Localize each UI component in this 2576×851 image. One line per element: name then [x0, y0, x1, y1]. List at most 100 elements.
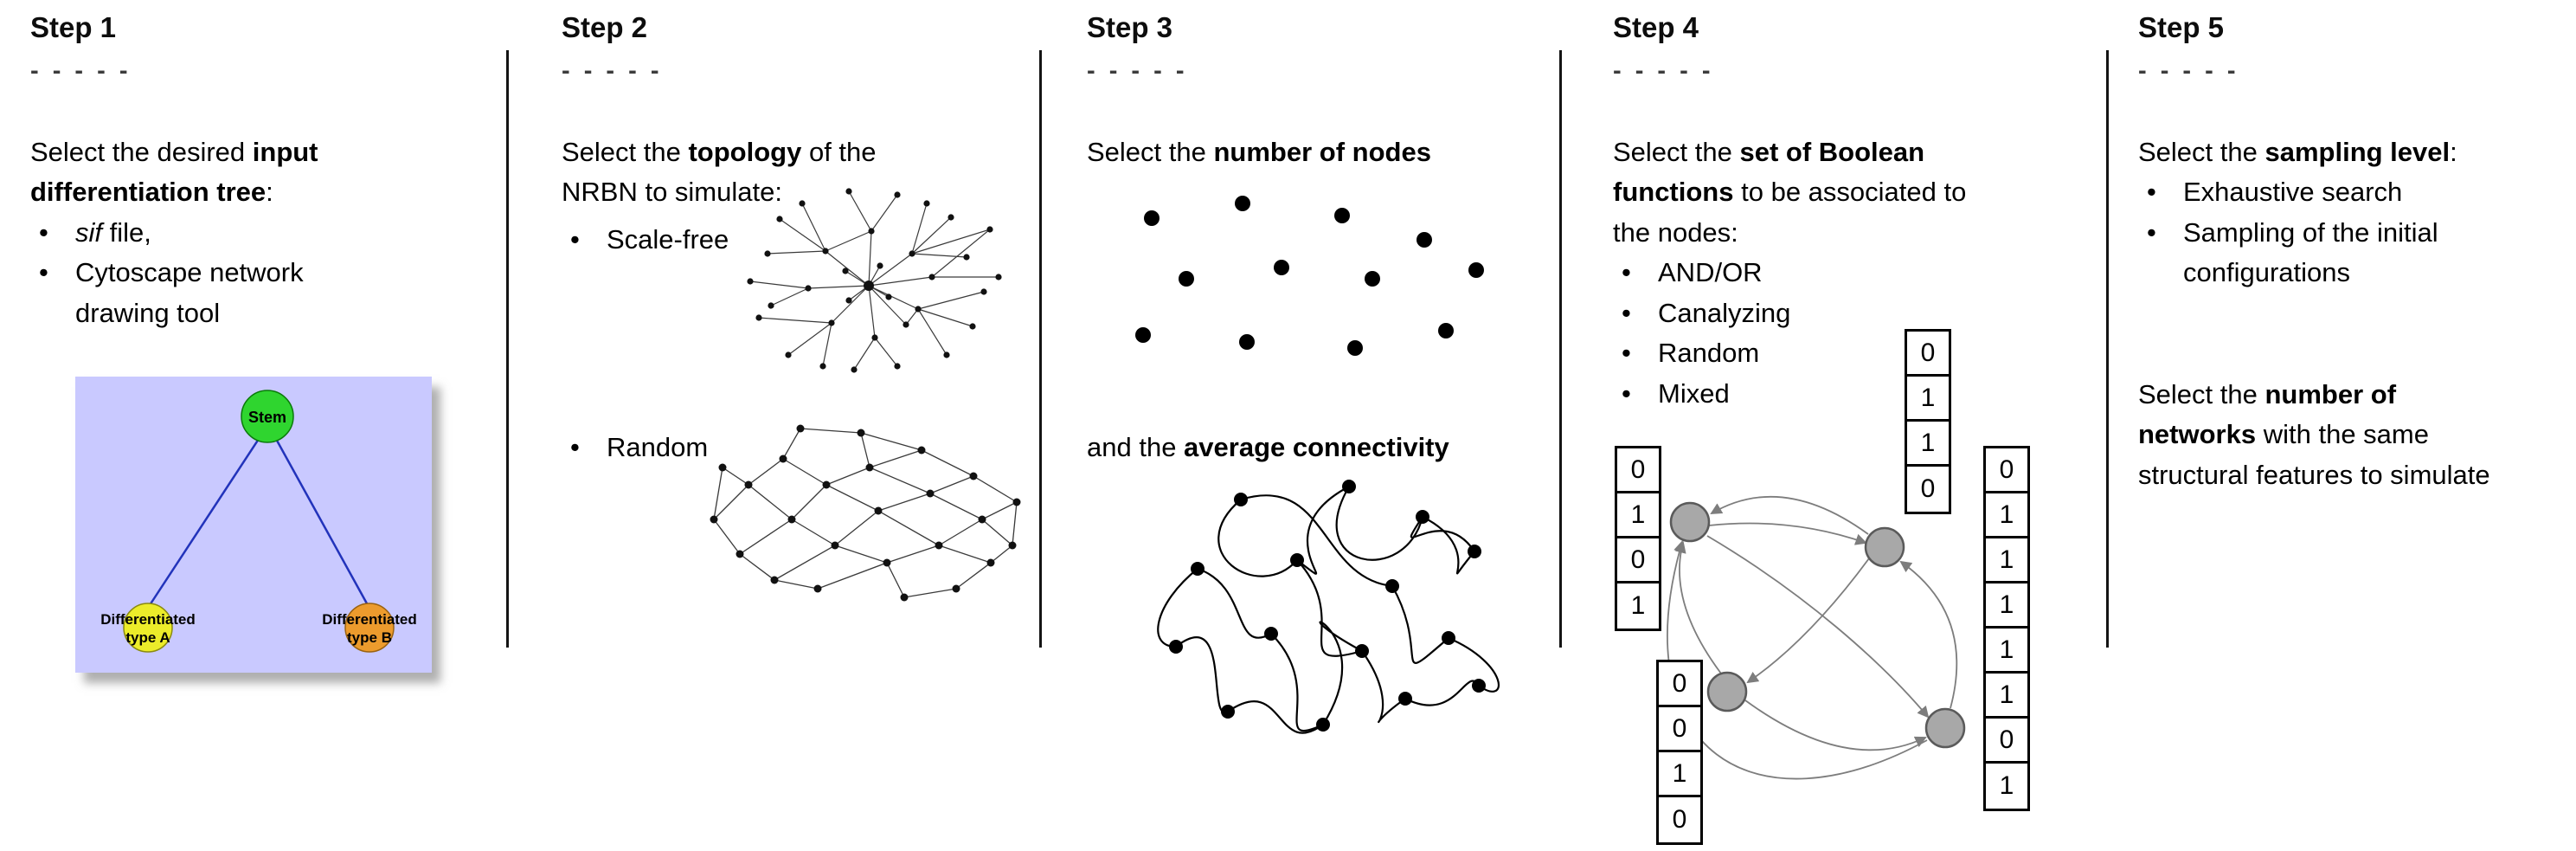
- bullet-icon: [30, 213, 75, 254]
- step5-dashed-separator: - - - - -: [2138, 56, 2239, 85]
- random-network-figure: [710, 424, 1021, 602]
- step3-intro-bold: number of nodes: [1213, 136, 1431, 167]
- bullet-icon: [1613, 253, 1658, 293]
- bullet-icon: [562, 220, 607, 261]
- step4-bullet-mixed: Mixed: [1613, 374, 2011, 415]
- step2-intro: Select the topology of the NRBN to simul…: [562, 132, 938, 213]
- truth-table-cell: 0: [1659, 662, 1700, 707]
- step3-dashed-separator: - - - - -: [1087, 56, 1188, 85]
- step4-intro-pre: Select the: [1613, 136, 1740, 167]
- sampling-configurations-label: Sampling of the initial configurations: [2183, 216, 2438, 288]
- truth-table-cell: 0: [1986, 448, 2027, 493]
- truth-table-cell: 1: [1907, 422, 1949, 467]
- step3-intro-pre: Select the: [1087, 136, 1214, 167]
- step2-bullet-scale-free: Scale-free: [562, 220, 729, 261]
- step1-bullet-cytoscape: Cytoscape network drawing tool: [30, 253, 428, 333]
- truth-table-cell: 0: [1659, 707, 1700, 752]
- sif-italic: sif: [75, 216, 102, 248]
- step3-intro: Select the number of nodes: [1087, 132, 1576, 173]
- step1-intro-post: :: [266, 177, 273, 208]
- differentiation-tree-svg: Stem Differentiated type A Differentiate…: [75, 377, 432, 673]
- step3-column: Step 3 - - - - - Select the number of no…: [1087, 10, 1576, 824]
- step1-title: Step 1: [30, 11, 117, 43]
- stem-node: [241, 390, 294, 443]
- step4-intro: Select the set of Boolean functions to b…: [1613, 132, 2002, 254]
- truth-table-bottom: 0 0 1 0: [1656, 660, 1703, 845]
- step2-intro-bold: topology: [688, 136, 802, 167]
- nodes-dots-figure: [1135, 196, 1484, 356]
- step1-dashed-separator: - - - - -: [30, 56, 132, 85]
- type-a-label-line2: type A: [125, 629, 170, 646]
- step2-title: Step 2: [562, 11, 648, 43]
- step5-second-bold: number of networks: [2138, 378, 2397, 450]
- step3-second-bold: average connectivity: [1184, 432, 1449, 462]
- step1-bullet-sif-file: sif file,: [30, 213, 428, 254]
- step1-bullet2-text: Cytoscape network drawing tool: [75, 257, 304, 328]
- step3-title: Step 3: [1087, 11, 1173, 43]
- step1-column: Step 1 - - - - - Select the desired inpu…: [30, 10, 432, 673]
- truth-table-cell: 0: [1986, 719, 2027, 764]
- truth-table-cell: 0: [1907, 332, 1949, 377]
- step4-intro-bold: set of Boolean functions: [1613, 136, 1925, 208]
- step5-bullet-sampling: Sampling of the initial configurations: [2138, 213, 2506, 293]
- step5-title: Step 5: [2138, 11, 2225, 43]
- step4-dashed-separator: - - - - -: [1613, 56, 1714, 85]
- exhaustive-search-label: Exhaustive search: [2183, 177, 2403, 208]
- column-divider: [1039, 50, 1042, 648]
- bullet-icon: [562, 428, 607, 468]
- step2-intro-pre: Select the: [562, 136, 689, 167]
- truth-table-right: 0 1 1 1 1 1 0 1: [1983, 446, 2030, 811]
- truth-table-cell: 1: [1986, 538, 2027, 583]
- truth-table-cell: 1: [1617, 583, 1659, 629]
- type-b-node: [344, 603, 395, 653]
- truth-table-cell: 1: [1986, 674, 2027, 719]
- truth-table-cell: 1: [1986, 583, 2027, 629]
- step1-intro-bold: input differentiation tree: [30, 136, 318, 208]
- step2-column: Step 2 - - - - - Select the topology of …: [562, 10, 1033, 824]
- step4-bullet-random: Random: [1613, 333, 2011, 374]
- truth-table-cell: 1: [1907, 377, 1949, 422]
- connectivity-network-figure: [1157, 480, 1500, 734]
- bullet-icon: [30, 253, 75, 333]
- truth-table-cell: 0: [1617, 538, 1659, 583]
- sif-rest: file,: [102, 216, 151, 248]
- network-node: [1864, 526, 1905, 568]
- and-or-label: AND/OR: [1658, 257, 1763, 288]
- scale-free-network-figure: [747, 188, 1002, 373]
- step3-connectivity-text: and the average connectivity: [1087, 428, 1449, 468]
- boolean-network-edges: [1667, 495, 1958, 780]
- type-a-label-line1: Differentiated: [100, 611, 196, 628]
- step1-bullet1-text: sif file,: [75, 213, 151, 254]
- scale-free-label: Scale-free: [607, 224, 729, 255]
- differentiation-tree-figure: Stem Differentiated type A Differentiate…: [75, 377, 432, 673]
- type-b-label-line2: type B: [347, 629, 392, 646]
- type-a-node: [123, 603, 173, 653]
- stem-label: Stem: [248, 409, 286, 426]
- step5-second-post: with the same structural features to sim…: [2138, 419, 2490, 490]
- step2-dashed-separator: - - - - -: [562, 56, 663, 85]
- step5-column: Step 5 - - - - - Select the sampling lev…: [2138, 10, 2506, 495]
- step5-bullet-exhaustive: Exhaustive search: [2138, 172, 2506, 213]
- mixed-label: Mixed: [1658, 377, 1730, 409]
- boolean-network-figure: [1667, 495, 1966, 780]
- network-node: [1924, 707, 1966, 749]
- column-divider: [1559, 50, 1562, 648]
- step2-intro-post: of the NRBN to simulate:: [562, 136, 877, 208]
- truth-table-cell: 1: [1986, 629, 2027, 674]
- truth-table-cell: 1: [1986, 764, 2027, 809]
- random-label: Random: [607, 432, 709, 462]
- column-divider: [2106, 50, 2109, 648]
- step3-second-pre: and the: [1087, 432, 1185, 462]
- step4-intro-post: to be associated to the nodes:: [1613, 177, 1967, 248]
- tree-edge-a: [148, 438, 260, 606]
- step5-second-pre: Select the: [2138, 378, 2265, 409]
- type-b-label-line1: Differentiated: [322, 611, 417, 628]
- step5-intro-post: :: [2450, 136, 2457, 167]
- step4-bullet-and-or: AND/OR: [1613, 253, 2011, 293]
- truth-table-cell: 0: [1907, 467, 1949, 512]
- step5-intro-pre: Select the: [2138, 136, 2265, 167]
- step4-title: Step 4: [1613, 11, 1699, 43]
- step5-intro: Select the sampling level:: [2138, 132, 2506, 173]
- network-node: [1706, 671, 1748, 712]
